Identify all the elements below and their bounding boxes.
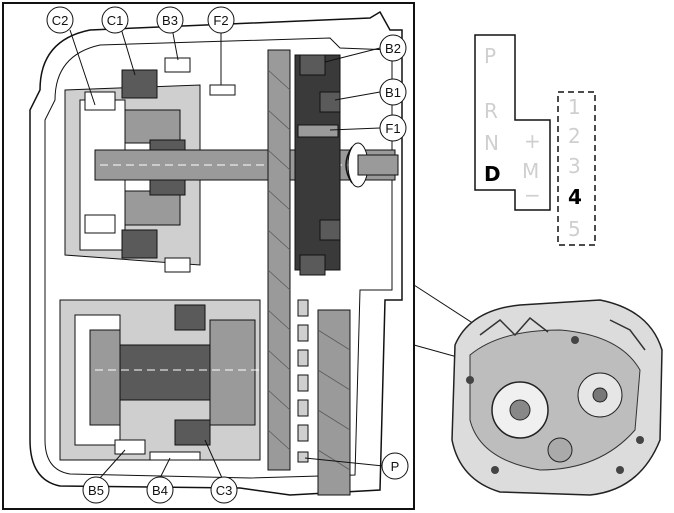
callout-b1-label: B1 <box>385 85 401 100</box>
callout-f1-label: F1 <box>385 121 400 136</box>
brake-b3 <box>164 57 191 273</box>
output-gear <box>317 309 351 496</box>
shift-r: R <box>484 99 498 123</box>
gear-4: 4 <box>568 185 582 209</box>
callout-c1: C1 <box>101 6 129 34</box>
clutch-c1 <box>121 69 158 259</box>
callout-b3-label: B3 <box>162 13 178 28</box>
callout-b4-label: B4 <box>152 483 168 498</box>
callout-f2-label: F2 <box>213 13 228 28</box>
callout-b3: B3 <box>156 6 184 34</box>
gear-1: 1 <box>568 95 581 119</box>
clutch-c3 <box>174 304 211 446</box>
shift-p: P <box>484 44 496 68</box>
clutch-c2 <box>84 91 116 234</box>
shift-d: D <box>484 162 501 186</box>
callout-b1: B1 <box>379 78 407 106</box>
freewheel-f1 <box>297 124 339 138</box>
brake-b5 <box>114 439 146 455</box>
brake-b2 <box>299 54 326 276</box>
shift-plus: + <box>524 129 541 153</box>
callout-b5-label: B5 <box>88 483 104 498</box>
callout-b4: B4 <box>146 476 174 504</box>
callout-b2-label: B2 <box>385 41 401 56</box>
lower-planet-gears <box>89 319 256 426</box>
shift-n: N <box>484 131 499 155</box>
callout-b5: B5 <box>82 476 110 504</box>
leader-lines <box>69 24 384 479</box>
callout-c2: C2 <box>46 6 74 34</box>
transmission-photo <box>451 299 663 496</box>
gear-5: 5 <box>568 217 581 241</box>
callout-f2: F2 <box>207 6 235 34</box>
rotation-arrow <box>345 146 353 184</box>
callout-p: P <box>381 452 409 480</box>
callout-c3-label: C3 <box>216 483 233 498</box>
brake-b4 <box>149 451 201 461</box>
shift-m: M <box>522 159 539 183</box>
callout-p-label: P <box>391 459 400 474</box>
gear-3: 3 <box>568 154 581 178</box>
callout-c3: C3 <box>210 476 238 504</box>
callout-f1: F1 <box>379 114 407 142</box>
gear-ladder <box>557 91 596 246</box>
shift-minus: − <box>524 183 541 207</box>
parking-gear <box>297 299 309 463</box>
callout-b2: B2 <box>379 34 407 62</box>
freewheel-f2 <box>209 84 236 96</box>
shift-gate <box>474 34 551 211</box>
brake-b1 <box>319 91 341 241</box>
callout-c1-label: C1 <box>107 13 124 28</box>
callout-c2-label: C2 <box>52 13 69 28</box>
gear-2: 2 <box>568 124 581 148</box>
